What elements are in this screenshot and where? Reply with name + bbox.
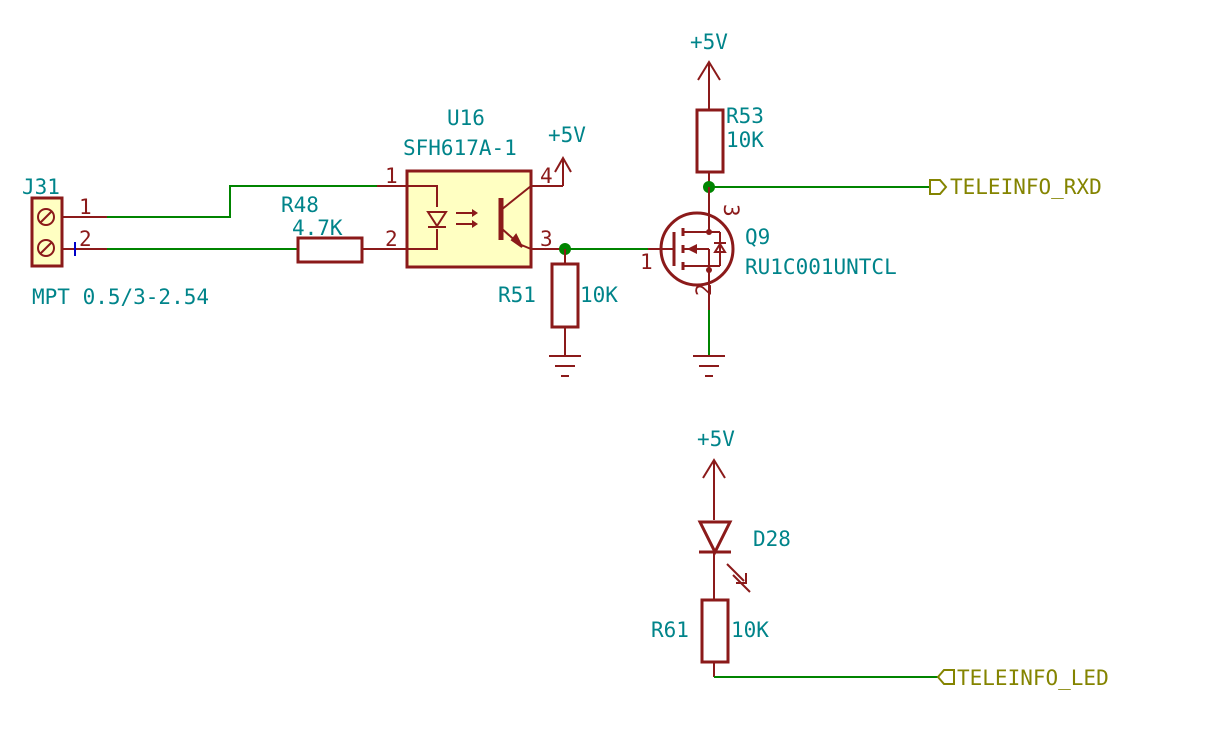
resistor-r48 [296, 236, 407, 264]
net-label-led: TELEINFO_LED [957, 666, 1109, 690]
resistor-r51 [550, 249, 580, 356]
resistor-r53 [695, 108, 725, 187]
power-symbol-d28 [702, 458, 726, 520]
u16-ref: U16 [447, 106, 485, 130]
r48-value: 4.7K [292, 216, 343, 240]
r53-ref: R53 [726, 104, 764, 128]
j31-pin1-number: 1 [79, 195, 92, 219]
r61-ref: R61 [651, 618, 689, 642]
power-symbol-q9 [697, 60, 721, 110]
mosfet-q9 [648, 187, 735, 310]
d28-ref: D28 [753, 527, 791, 551]
r61-value: 10K [731, 618, 769, 642]
power-label-u16: +5V [548, 123, 586, 147]
u16-value: SFH617A-1 [403, 136, 517, 160]
led-d28 [697, 520, 751, 600]
q9-pin1-number: 1 [640, 250, 653, 274]
q9-pin2-number: 2 [692, 283, 716, 296]
u16-pin3-number: 3 [540, 227, 553, 251]
j31-pin2-number: 2 [79, 227, 92, 251]
r51-value: 10K [580, 283, 618, 307]
q9-ref: Q9 [745, 225, 770, 249]
power-symbol-u16 [554, 155, 572, 186]
wire-j31-pin1-to-u16 [107, 185, 377, 218]
j31-value: MPT 0.5/3-2.54 [32, 285, 209, 309]
net-label-rxd: TELEINFO_RXD [950, 175, 1102, 199]
ground-symbol-r51 [549, 355, 581, 377]
j31-ref: J31 [22, 175, 60, 199]
r51-ref: R51 [498, 283, 536, 307]
power-label-d28: +5V [697, 427, 735, 451]
ground-symbol-q9 [693, 355, 725, 377]
power-label-q9: +5V [690, 30, 728, 54]
q9-value: RU1C001UNTCL [745, 255, 897, 279]
u16-pin1-number: 1 [385, 164, 398, 188]
resistor-r61 [700, 598, 730, 677]
net-label-rxd-flag [929, 179, 948, 195]
optocoupler-u16 [377, 169, 565, 269]
r48-ref: R48 [281, 193, 319, 217]
net-label-led-flag [936, 669, 955, 685]
q9-pin3-number: 3 [719, 204, 743, 217]
connector-j31 [30, 196, 107, 268]
u16-pin4-number: 4 [540, 164, 553, 188]
r53-value: 10K [726, 128, 764, 152]
u16-pin2-number: 2 [385, 227, 398, 251]
